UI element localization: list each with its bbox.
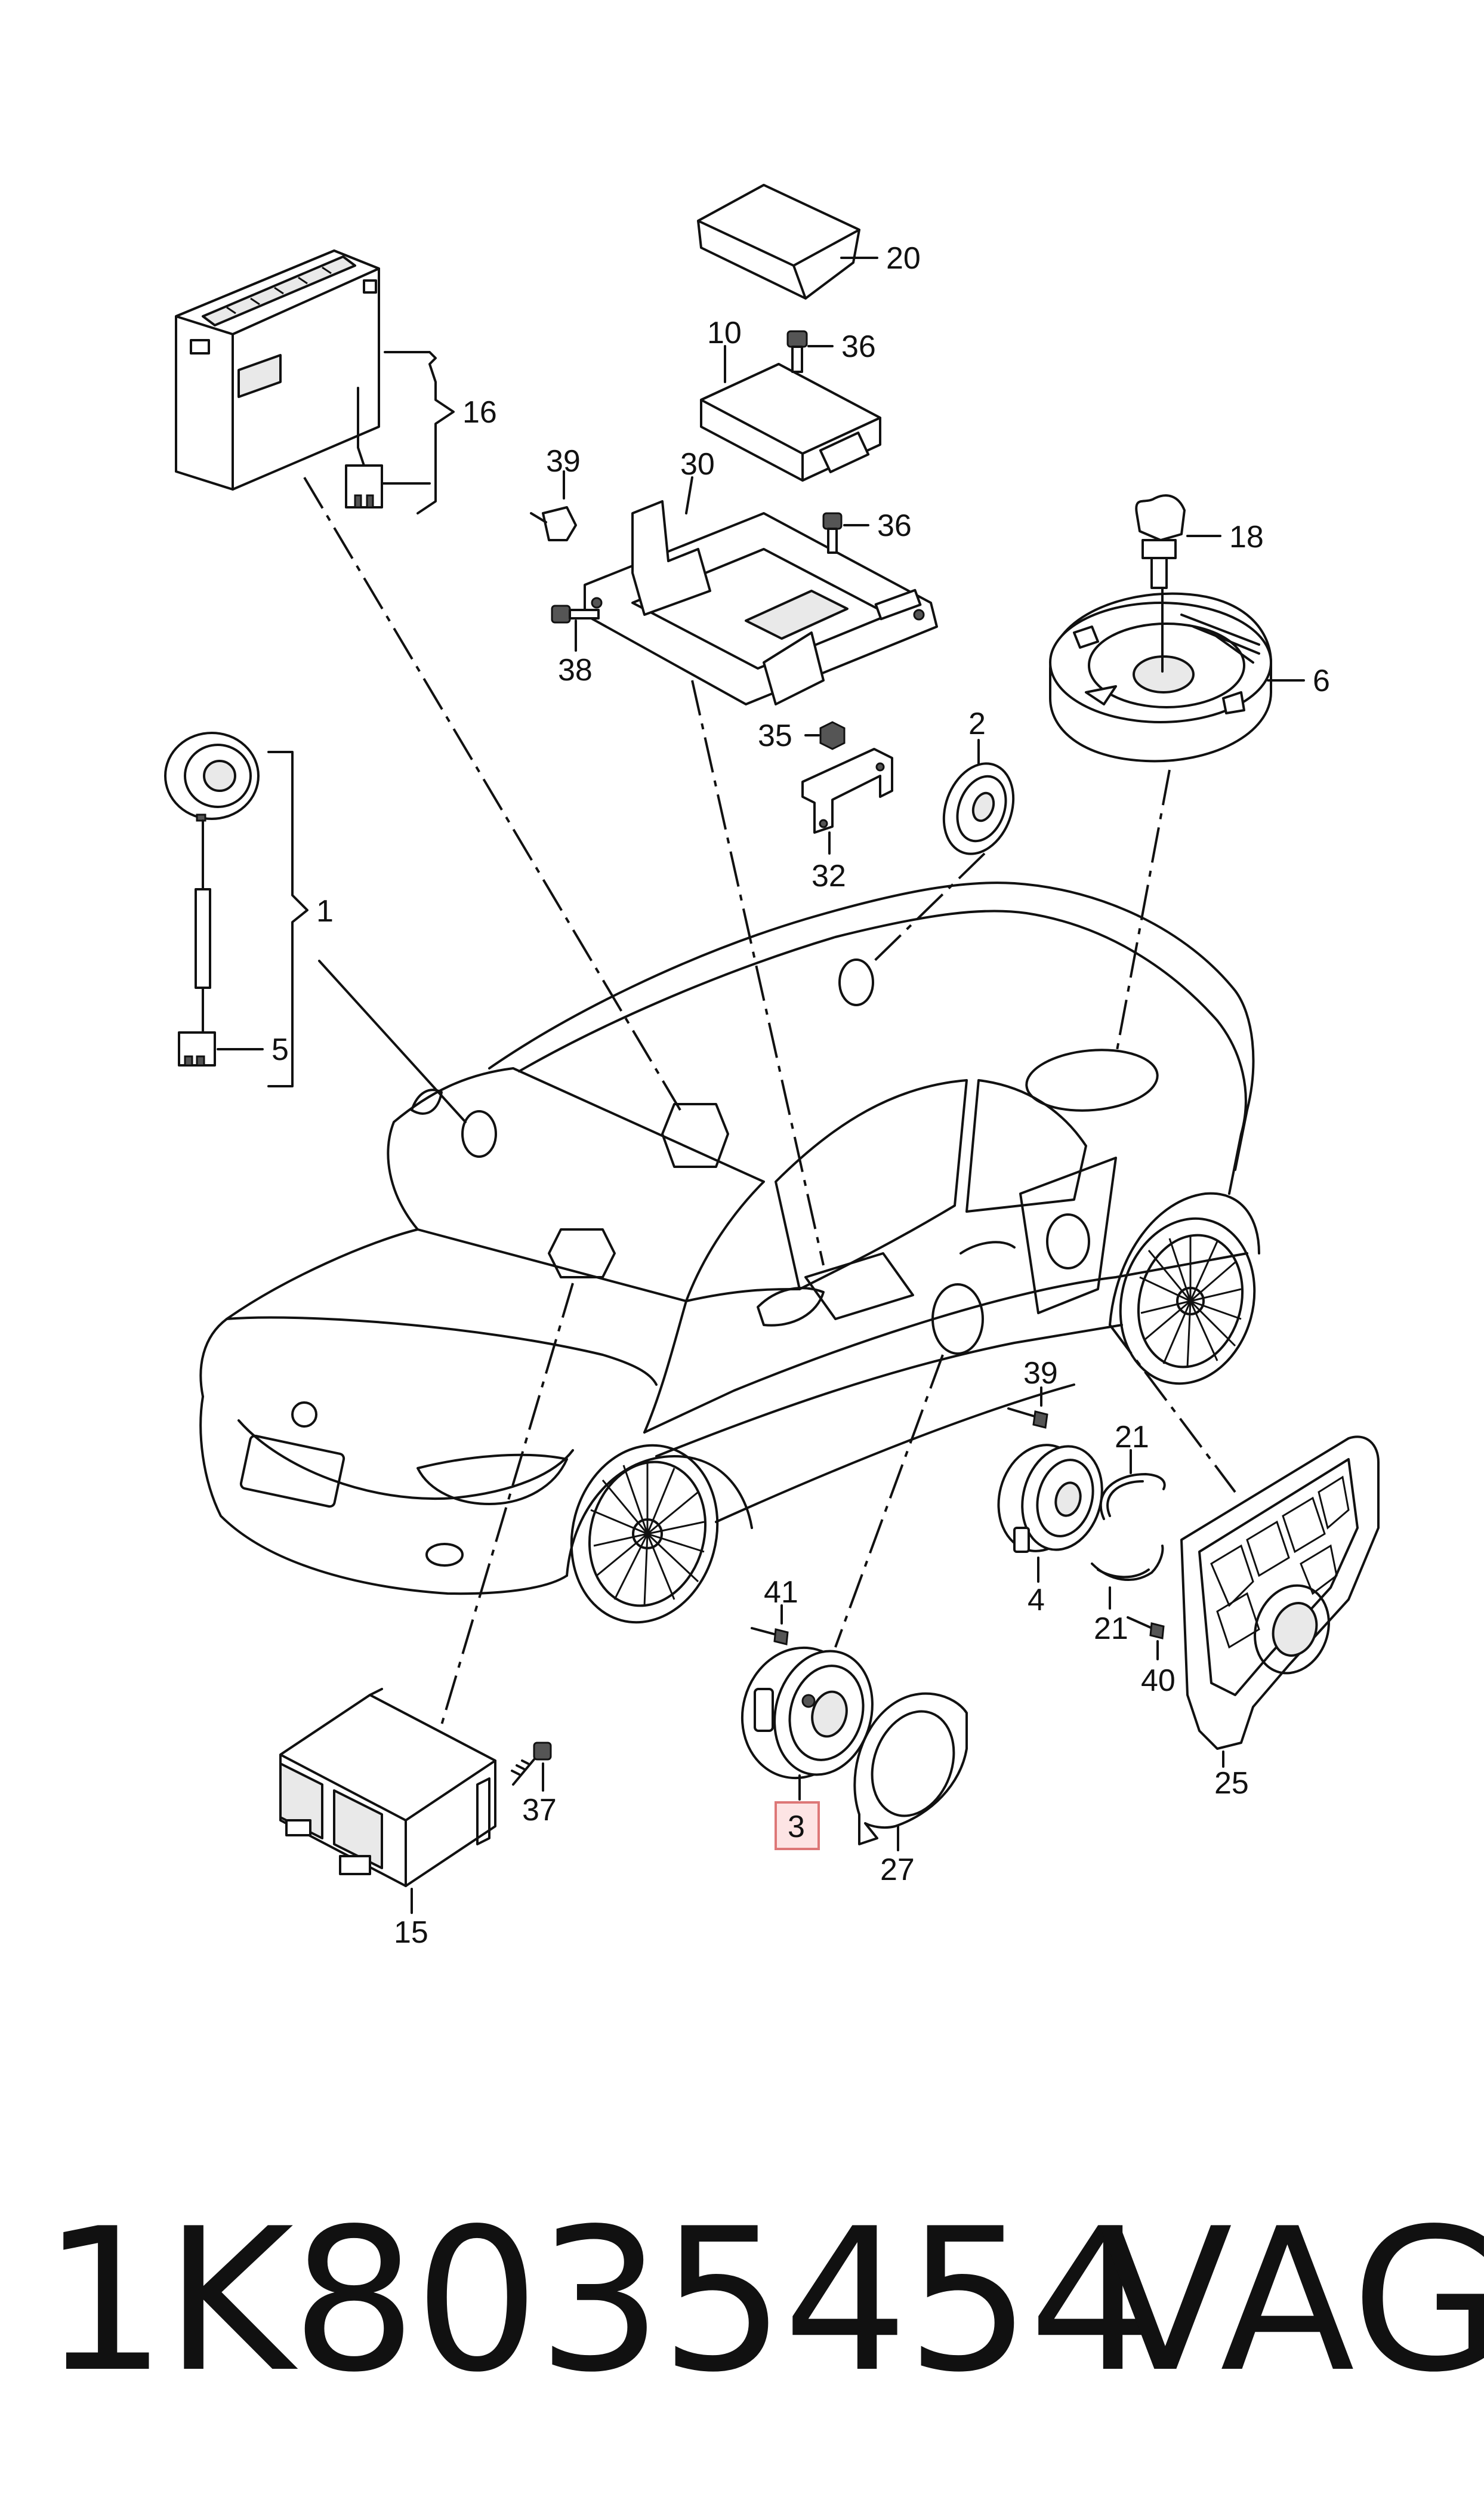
callout-6: 6 — [1313, 664, 1330, 698]
part-4-rear-speaker — [997, 1444, 1103, 1553]
callout-35: 35 — [758, 719, 792, 753]
screw-36-top — [786, 330, 808, 373]
callout-37: 37 — [522, 1793, 557, 1827]
clip-21-upper — [1099, 1473, 1166, 1520]
part-1-tweeter-harness — [164, 732, 260, 1067]
callout-32: 32 — [812, 859, 846, 893]
part-10-module — [700, 363, 881, 482]
callout-5: 5 — [271, 1033, 289, 1067]
part-32-bracket — [801, 748, 893, 834]
callout-21a: 21 — [1115, 1420, 1149, 1454]
callout-40: 40 — [1141, 1663, 1176, 1698]
callout-1: 1 — [316, 894, 334, 929]
part-3-door-speaker — [741, 1646, 874, 1780]
brand-label: VAG — [1098, 2186, 1484, 2415]
callout-38: 38 — [558, 653, 593, 688]
part-20-cover — [697, 184, 860, 300]
rivet-40 — [1127, 1616, 1165, 1639]
callout-10: 10 — [707, 316, 742, 350]
marker-tweeter-right — [838, 958, 874, 1006]
callout-30: 30 — [680, 447, 715, 482]
clip-21-lower — [1091, 1545, 1164, 1581]
callout-36b: 36 — [877, 508, 912, 543]
callout-20: 20 — [886, 241, 921, 276]
callout-15: 15 — [394, 1915, 428, 1950]
marker-15 — [548, 1228, 616, 1278]
callout-2: 2 — [968, 707, 986, 741]
part-6-subwoofer — [1049, 587, 1272, 763]
part-30-bracket — [584, 500, 938, 705]
marker-tweeter-left — [461, 1110, 497, 1158]
screw-38 — [551, 605, 600, 624]
callout-3-highlight — [775, 1801, 820, 1850]
part-number: 1K8035454 — [42, 2186, 1154, 2415]
parts-diagram: 16 20 10 36 30 36 — [164, 184, 1380, 1950]
callout-39a: 39 — [546, 444, 581, 479]
bracket-16 — [381, 351, 455, 514]
clip-39-top — [530, 506, 577, 541]
part-18-nut — [1135, 494, 1186, 589]
screw-37 — [511, 1742, 552, 1786]
bracket-1 — [267, 751, 308, 1087]
callout-39b: 39 — [1023, 1356, 1058, 1391]
callout-3: 3 — [788, 1810, 805, 1844]
callout-18: 18 — [1229, 520, 1264, 554]
part-16-control-unit — [175, 249, 383, 508]
screw-36-right — [822, 512, 843, 554]
location-markers — [461, 958, 1159, 1355]
part-27-adapter-ring — [853, 1692, 968, 1845]
callout-41: 41 — [764, 1575, 798, 1610]
part-25-trim-panel — [1180, 1435, 1380, 1750]
marker-30 — [804, 1252, 914, 1320]
callout-27: 27 — [880, 1853, 915, 1887]
callout-16: 16 — [462, 395, 497, 430]
callout-36a: 36 — [841, 329, 876, 364]
marker-6 — [1025, 1049, 1159, 1112]
callout-21b: 21 — [1094, 1611, 1128, 1646]
part-2-tweeter — [942, 762, 1015, 855]
callout-25: 25 — [1214, 1766, 1249, 1801]
nut-35 — [819, 721, 846, 750]
rivet-41 — [751, 1627, 789, 1645]
part-15-amplifier — [279, 1688, 496, 1887]
marker-3 — [931, 1283, 984, 1355]
leader-lines — [303, 476, 1236, 1725]
marker-16 — [661, 1103, 729, 1168]
callout-4: 4 — [1028, 1583, 1045, 1617]
car-body — [199, 882, 1260, 1624]
rivet-39-lower — [1007, 1407, 1048, 1429]
